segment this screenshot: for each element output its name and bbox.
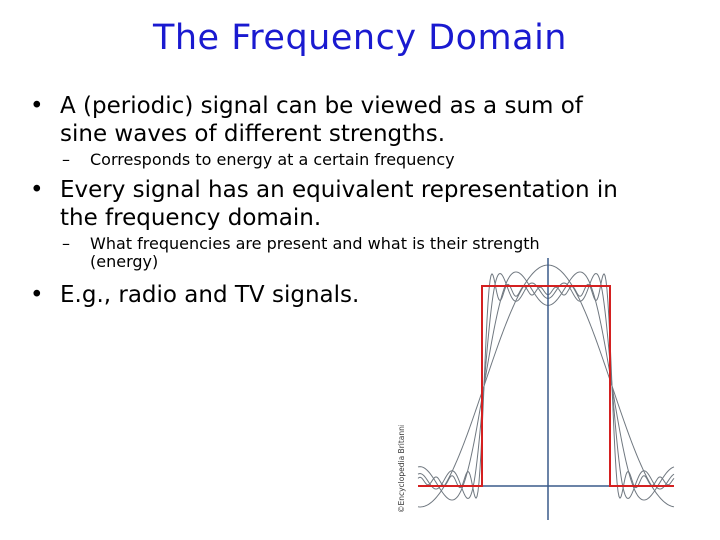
slide-title: The Frequency Domain bbox=[153, 18, 567, 58]
bullet-line: A (periodic) signal can be viewed as a s… bbox=[60, 93, 583, 119]
square-wave bbox=[418, 285, 674, 487]
bullet-marker: • bbox=[30, 177, 44, 203]
bullet-marker: • bbox=[30, 282, 44, 308]
bullet-text: E.g., radio and TV signals. bbox=[60, 281, 359, 309]
sub-bullet-marker: – bbox=[62, 150, 70, 169]
fourier-square-wave-figure bbox=[417, 258, 675, 520]
bullet-marker: • bbox=[30, 93, 44, 119]
bullet-text: A (periodic) signal can be viewed as a s… bbox=[60, 92, 583, 148]
sub-bullet-line: (energy) bbox=[90, 252, 159, 271]
copyright-notice: ©Encyclopedia Britannica bbox=[397, 425, 406, 513]
sub-bullet-marker: – bbox=[62, 234, 70, 253]
copyright-text: ©Encyclopedia Britannica bbox=[397, 425, 406, 513]
harmonic-curves bbox=[417, 264, 675, 508]
bullet-line: Every signal has an equivalent represent… bbox=[60, 177, 618, 203]
harmonic-curve bbox=[417, 272, 675, 500]
bullet-line: sine waves of different strengths. bbox=[60, 121, 446, 147]
bullet-line: E.g., radio and TV signals. bbox=[60, 282, 360, 308]
harmonic-curve bbox=[417, 272, 675, 500]
sub-bullet-text: Corresponds to energy at a certain frequ… bbox=[90, 150, 455, 169]
harmonic-curve bbox=[417, 264, 675, 508]
sub-bullet-line: What frequencies are present and what is… bbox=[90, 234, 540, 253]
bullet-text: Every signal has an equivalent represent… bbox=[60, 176, 618, 232]
sub-bullet-text: What frequencies are present and what is… bbox=[90, 235, 540, 271]
harmonic-curve bbox=[417, 271, 675, 501]
bullet-line: the frequency domain. bbox=[60, 205, 322, 231]
